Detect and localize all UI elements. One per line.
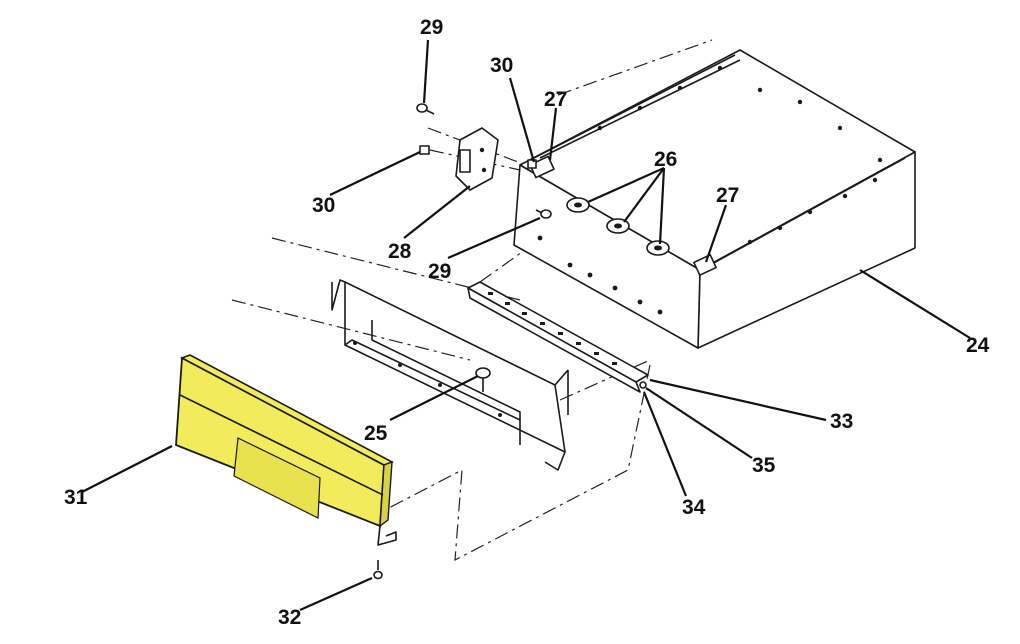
callout-30-left: 30 [312, 194, 335, 217]
callout-29-middle: 29 [428, 260, 451, 283]
screws [416, 103, 552, 219]
leader-lines [81, 39, 971, 612]
callout-27-top: 27 [544, 88, 567, 111]
callout-30-top: 30 [490, 54, 513, 77]
front-panel-side-edge [379, 460, 393, 528]
callout-27-right: 27 [716, 184, 739, 207]
callout-25: 25 [364, 422, 388, 445]
nuts [419, 145, 537, 169]
callout-34: 34 [682, 496, 706, 519]
drawer-box [513, 49, 916, 349]
callout-26: 26 [654, 148, 677, 171]
bottom-screw [373, 560, 383, 580]
callout-24: 24 [966, 334, 990, 357]
grommets [566, 197, 670, 256]
hinge-rail [467, 281, 649, 393]
callout-29-top: 29 [420, 16, 443, 39]
catch-bracket [455, 127, 499, 191]
callout-32: 32 [278, 606, 301, 629]
callout-33: 33 [830, 410, 853, 433]
front-panel-handle-recess [233, 437, 321, 519]
callouts: 24 25 26 27 27 28 29 29 30 30 31 32 33 3… [64, 16, 990, 629]
rim-holes [537, 65, 883, 315]
callout-35: 35 [752, 454, 776, 477]
front-panel-highlighted [175, 354, 397, 546]
callout-31: 31 [64, 486, 88, 509]
mounting-frame [331, 279, 569, 471]
callout-28: 28 [388, 240, 412, 263]
corner-brackets [529, 155, 717, 276]
